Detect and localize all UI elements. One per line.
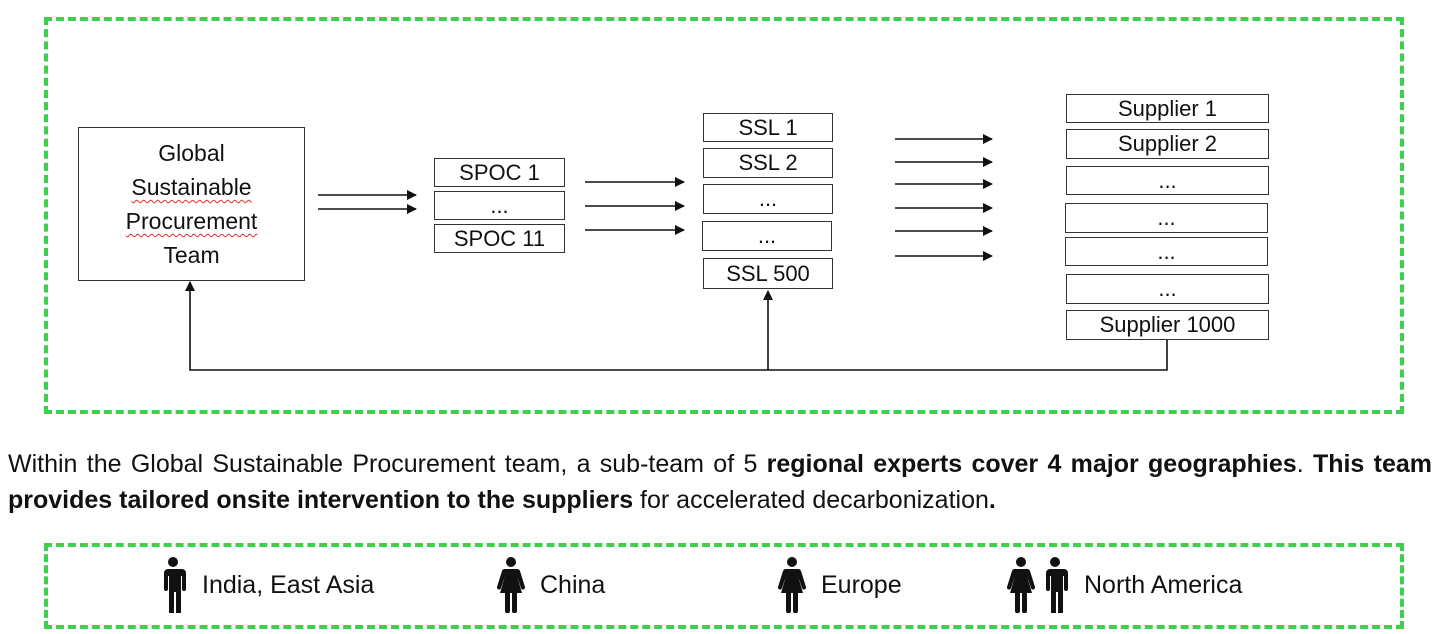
diagram-frame <box>44 17 1404 414</box>
spoc-box-1: SPOC 1 <box>434 158 565 187</box>
description-bold-1: regional experts cover 4 major geographi… <box>766 450 1297 478</box>
global-sustainable-procurement-team-box: Global Sustainable Procurement Team <box>78 127 305 281</box>
description-text-1: Within the Global Sustainable Procuremen… <box>8 450 767 478</box>
spoc-box-2: ... <box>434 191 565 220</box>
supplier-box-5: ... <box>1065 237 1268 266</box>
supplier-box-3: ... <box>1066 166 1269 195</box>
regions-frame <box>44 543 1404 629</box>
region-label: India, East Asia <box>202 570 375 599</box>
supplier-box-1: Supplier 1 <box>1066 94 1269 123</box>
female-person-icon <box>496 557 526 613</box>
region-north-america: North America <box>1006 557 1242 613</box>
team-line-1: Global <box>158 140 225 166</box>
supplier-box-2: Supplier 2 <box>1066 129 1269 159</box>
male-person-icon <box>1046 557 1068 613</box>
description-text-2: . <box>1296 450 1313 478</box>
male-person-icon <box>164 557 186 613</box>
supplier-box-4: ... <box>1065 203 1268 233</box>
ssl-box-3: ... <box>703 184 833 214</box>
feedback-loop-line <box>185 281 1168 371</box>
spoc-box-3: SPOC 11 <box>434 224 565 253</box>
region-europe: Europe <box>777 557 902 613</box>
description-bold-2: This team provides tailored onsite inter… <box>8 450 1432 514</box>
team-line-4: Team <box>163 242 220 268</box>
supplier-box-7: Supplier 1000 <box>1066 310 1269 340</box>
ssl-box-5: SSL 500 <box>703 258 833 289</box>
ssl-box-4: ... <box>702 221 832 251</box>
region-india-east-asia: India, East Asia <box>158 557 374 613</box>
team-line-2: Sustainable <box>131 174 252 200</box>
region-label: North America <box>1084 570 1243 599</box>
region-label: Europe <box>821 570 902 599</box>
description-paragraph: Within the Global Sustainable Procuremen… <box>8 446 1432 518</box>
female-person-icon <box>1006 557 1036 613</box>
region-label: China <box>540 570 606 599</box>
ssl-box-2: SSL 2 <box>703 148 833 178</box>
team-line-3: Procurement <box>125 208 258 234</box>
region-china: China <box>496 557 605 613</box>
description-text-3: for accelerated decarbonization <box>633 486 989 514</box>
ssl-box-1: SSL 1 <box>703 113 833 142</box>
supplier-box-6: ... <box>1066 274 1269 304</box>
female-person-icon <box>777 557 807 613</box>
description-bold-3: . <box>988 486 996 514</box>
